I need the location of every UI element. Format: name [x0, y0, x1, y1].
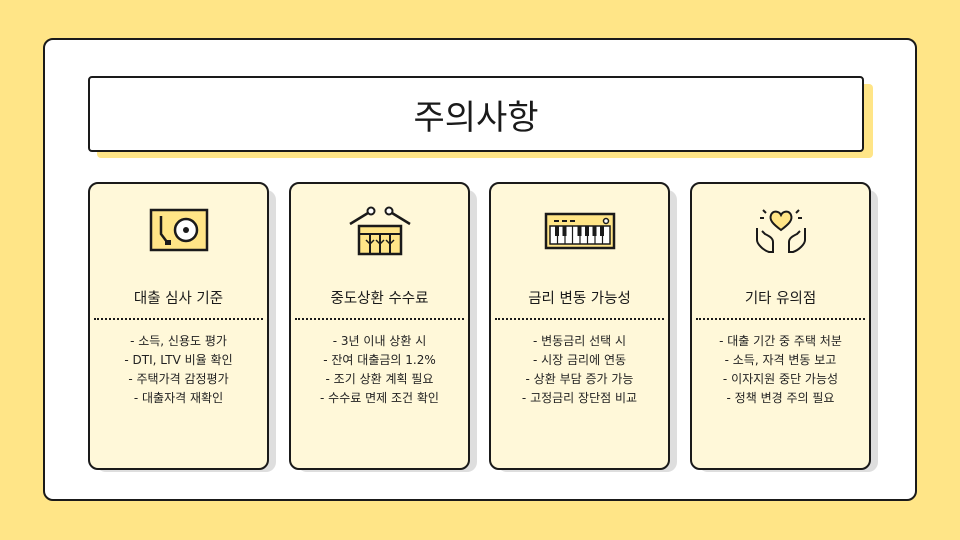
- card: 중도상환 수수료 - 3년 이내 상환 시 - 잔여 대출금의 1.2% - 조…: [289, 182, 470, 470]
- card-loan-review: 대출 심사 기준 - 소득, 신용도 평가 - DTI, LTV 비율 확인 -…: [88, 182, 276, 472]
- card-title: 대출 심사 기준: [133, 291, 224, 307]
- list-item: - 대출자격 재확인: [133, 391, 224, 405]
- card-rate-change: 금리 변동 가능성 - 변동금리 선택 시 - 시장 금리에 연동 - 상환 부…: [489, 182, 677, 472]
- list-item: - 정책 변경 주의 필요: [726, 391, 835, 405]
- list-item: - 시장 금리에 연동: [532, 353, 627, 367]
- page-title: 주의사항: [413, 97, 539, 138]
- list-item: - 소득, 신용도 평가: [130, 334, 227, 348]
- card-title: 중도상환 수수료: [330, 291, 429, 307]
- list-item: - 고정금리 장단점 비교: [521, 391, 638, 405]
- card-list: - 소득, 신용도 평가 - DTI, LTV 비율 확인 - 주택가격 감정평…: [90, 332, 267, 408]
- card-prepayment-fee: 중도상환 수수료 - 3년 이내 상환 시 - 잔여 대출금의 1.2% - 조…: [289, 182, 477, 472]
- card: 금리 변동 가능성 - 변동금리 선택 시 - 시장 금리에 연동 - 상환 부…: [489, 182, 670, 470]
- card-list: - 변동금리 선택 시 - 시장 금리에 연동 - 상환 부담 증가 가능 - …: [491, 332, 668, 408]
- list-item: - 소득, 자격 변동 보고: [724, 353, 837, 367]
- card-list: - 3년 이내 상환 시 - 잔여 대출금의 1.2% - 조기 상환 계획 필…: [291, 332, 468, 408]
- title-box: 주의사항: [88, 76, 864, 152]
- title-banner: 주의사항: [88, 76, 874, 160]
- drum-icon: [348, 206, 411, 256]
- hands-heart-icon: [755, 209, 806, 253]
- list-item: - DTI, LTV 비율 확인: [124, 353, 233, 367]
- dotted-divider: [696, 318, 865, 320]
- list-item: - 이자지원 중단 가능성: [722, 372, 839, 386]
- card-title: 기타 유의점: [744, 291, 817, 307]
- list-item: - 주택가격 감정평가: [128, 372, 229, 386]
- card-list: - 대출 기간 중 주택 처분 - 소득, 자격 변동 보고 - 이자지원 중단…: [692, 332, 869, 408]
- turntable-icon: [149, 208, 208, 252]
- list-item: - 수수료 면제 조건 확인: [320, 391, 439, 405]
- list-item: - 3년 이내 상환 시: [332, 334, 427, 348]
- list-item: - 잔여 대출금의 1.2%: [323, 353, 436, 367]
- list-item: - 상환 부담 증가 가능: [525, 372, 634, 386]
- list-item: - 대출 기간 중 주택 처분: [719, 334, 842, 348]
- list-item: - 조기 상환 계획 필요: [325, 372, 434, 386]
- card-title: 금리 변동 가능성: [528, 291, 631, 307]
- card: 대출 심사 기준 - 소득, 신용도 평가 - DTI, LTV 비율 확인 -…: [88, 182, 269, 470]
- dotted-divider: [495, 318, 664, 320]
- dotted-divider: [94, 318, 263, 320]
- dotted-divider: [295, 318, 464, 320]
- card-other-notes: 기타 유의점 - 대출 기간 중 주택 처분 - 소득, 자격 변동 보고 - …: [690, 182, 878, 472]
- card: 기타 유의점 - 대출 기간 중 주택 처분 - 소득, 자격 변동 보고 - …: [690, 182, 871, 470]
- list-item: - 변동금리 선택 시: [532, 334, 627, 348]
- keyboard-icon: [544, 212, 615, 250]
